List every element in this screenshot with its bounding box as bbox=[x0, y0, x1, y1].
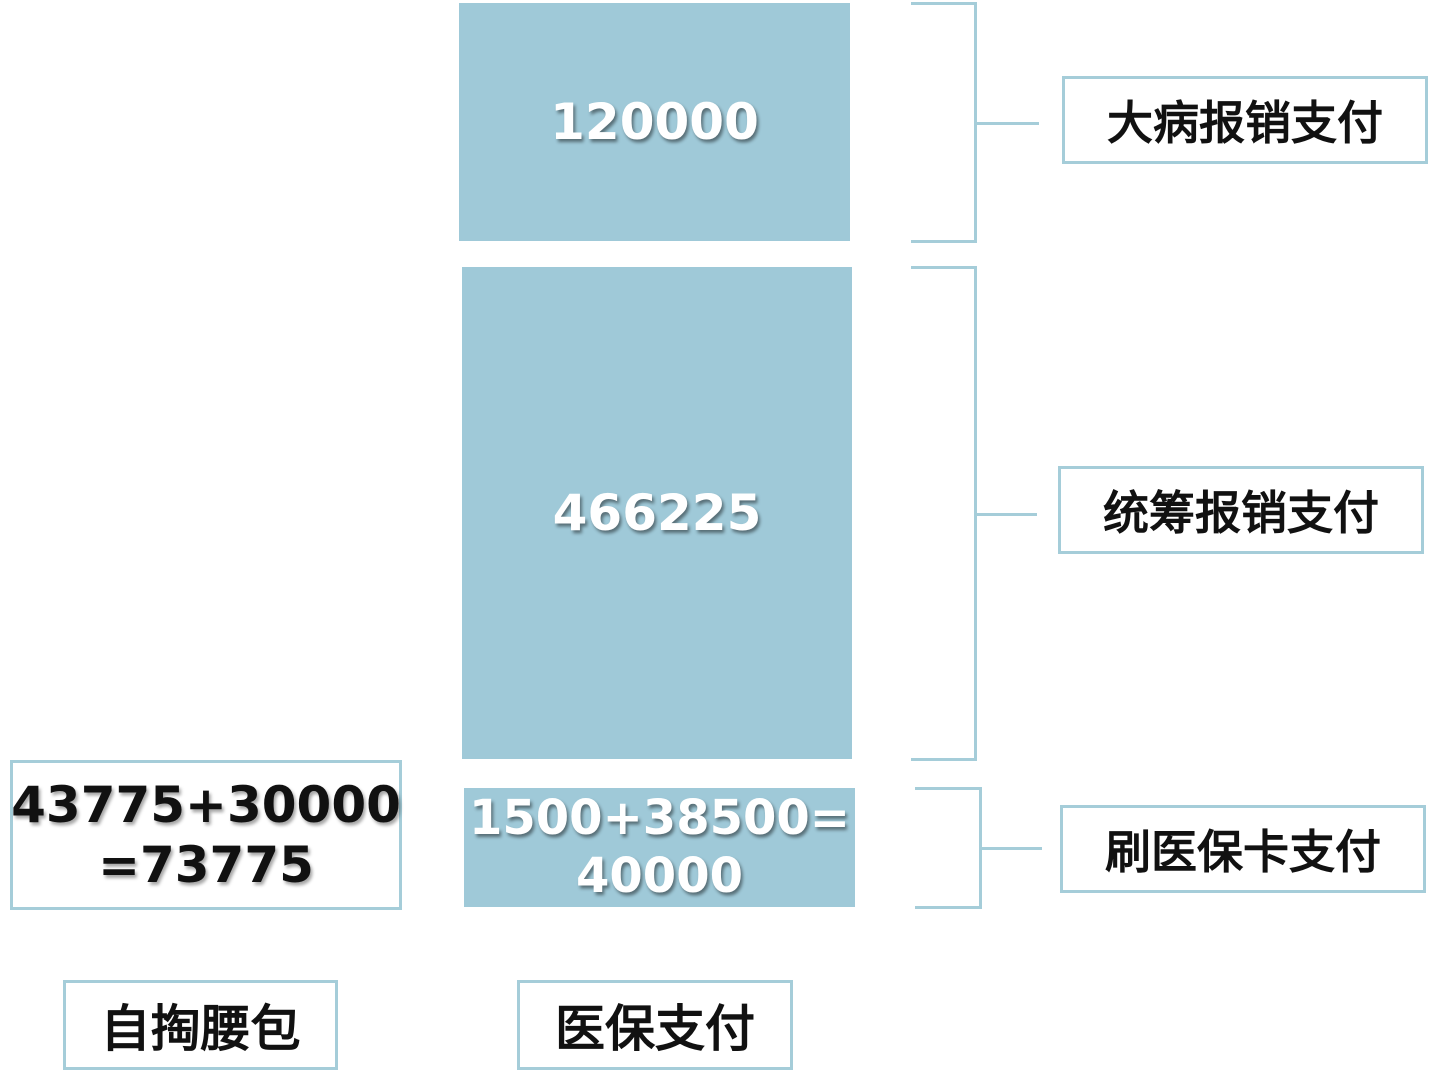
label-text: 医保支付 bbox=[555, 1000, 755, 1058]
block-line2: 40000 bbox=[576, 847, 743, 904]
bracket-card bbox=[915, 787, 982, 909]
label-text: 自掏腰包 bbox=[100, 1000, 301, 1058]
block-value: 466225 bbox=[552, 484, 762, 542]
label-text: 统筹报销支付 bbox=[1103, 486, 1379, 540]
label-text: 刷医保卡支付 bbox=[1105, 825, 1381, 879]
bracket-tick bbox=[982, 847, 1042, 850]
label-insurance: 医保支付 bbox=[517, 980, 793, 1070]
block-value: 120000 bbox=[550, 93, 759, 151]
label-card: 刷医保卡支付 bbox=[1060, 805, 1426, 893]
block-critical-illness: 120000 bbox=[459, 3, 850, 241]
block-pooled: 466225 bbox=[462, 267, 852, 759]
bracket-pooled bbox=[911, 266, 977, 761]
block-line1: 1500+38500= bbox=[468, 789, 851, 846]
label-text: 大病报销支付 bbox=[1107, 96, 1383, 150]
self-pay-box: 43775+30000 =73775 bbox=[10, 760, 402, 910]
self-pay-line1: 43775+30000 bbox=[11, 776, 401, 834]
bracket-critical-illness bbox=[911, 2, 977, 243]
label-critical-illness: 大病报销支付 bbox=[1062, 76, 1428, 164]
label-self-pay: 自掏腰包 bbox=[63, 980, 338, 1070]
block-card: 1500+38500= 40000 bbox=[464, 788, 855, 907]
self-pay-line2: =73775 bbox=[98, 836, 314, 894]
label-pooled: 统筹报销支付 bbox=[1058, 466, 1424, 554]
bracket-tick bbox=[977, 122, 1039, 125]
bracket-tick bbox=[977, 513, 1037, 516]
